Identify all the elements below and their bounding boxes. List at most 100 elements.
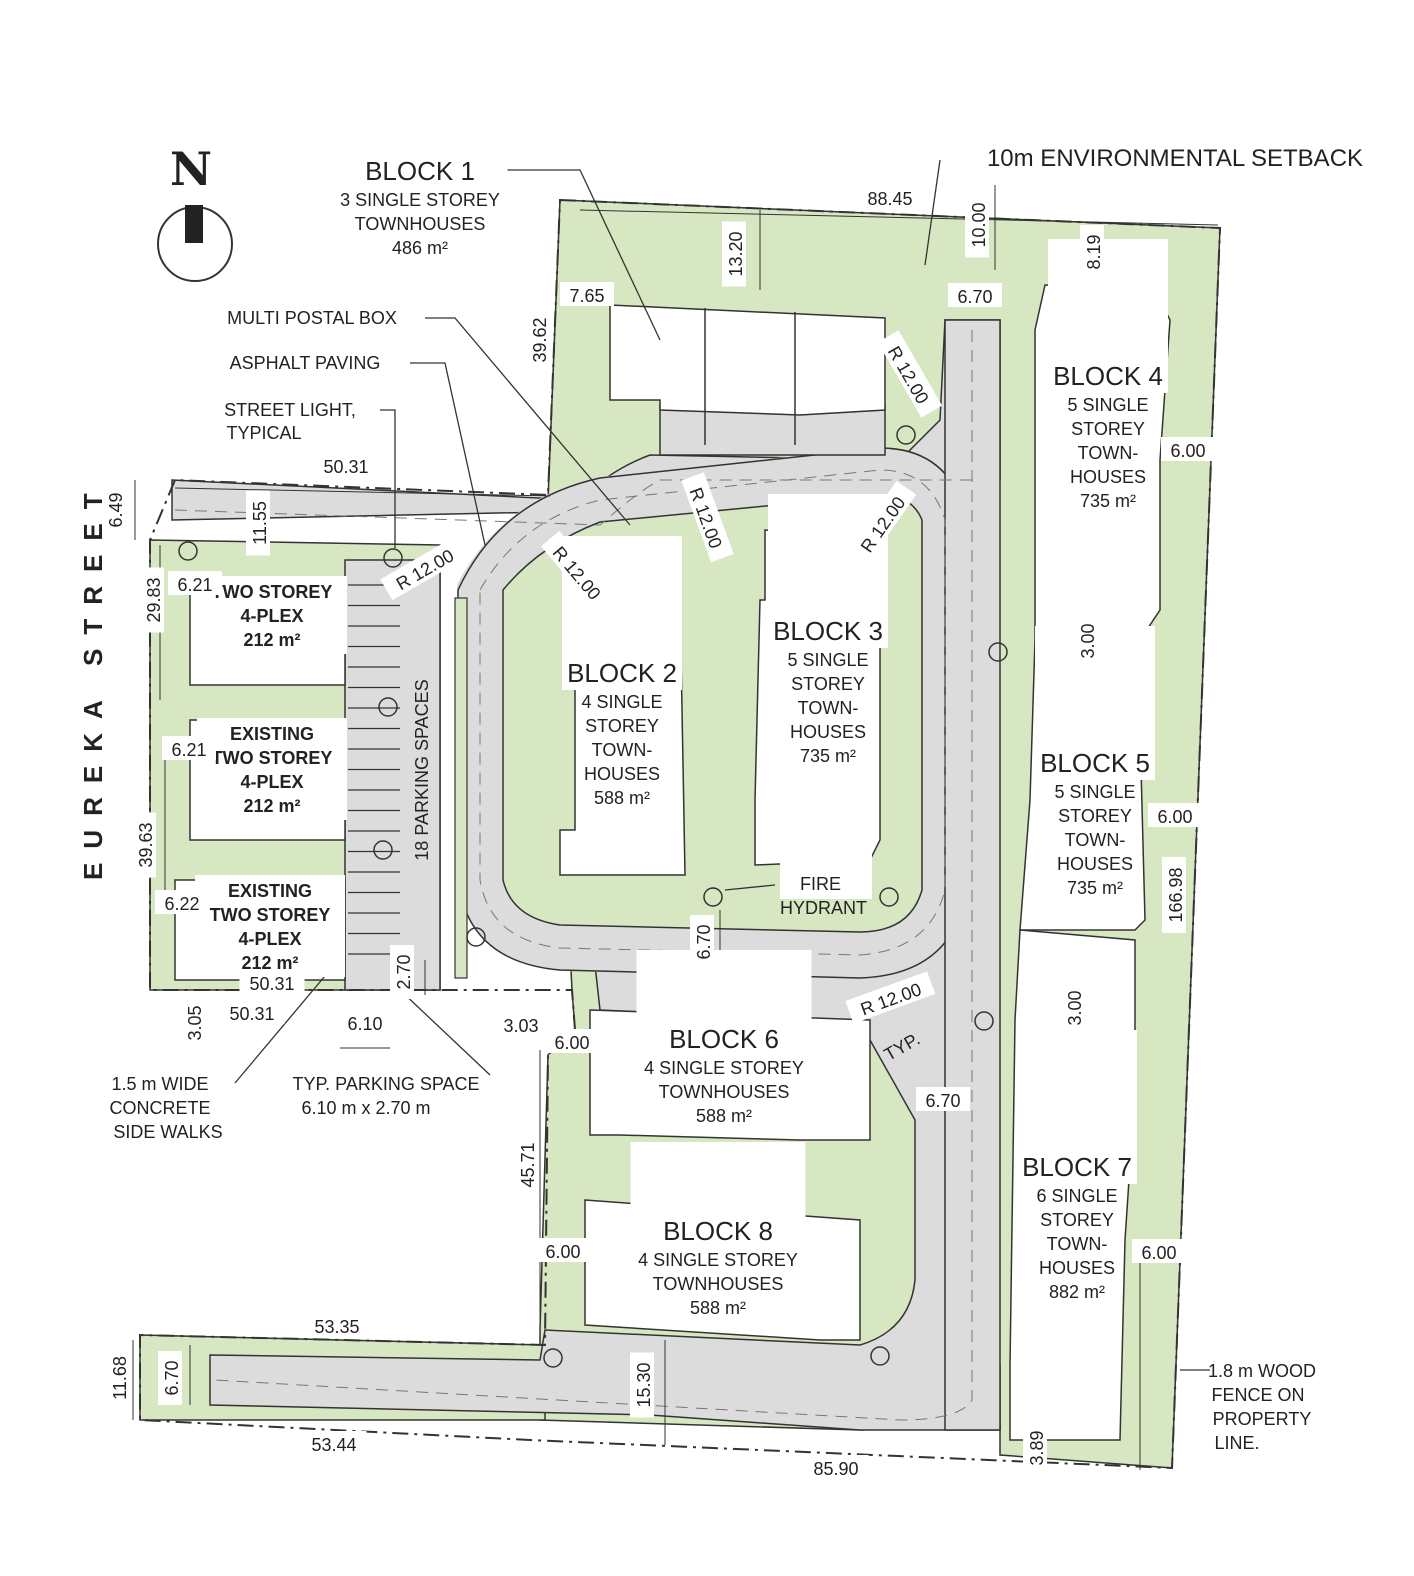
- block-6-line-1: 4 SINGLE STOREY: [644, 1058, 804, 1078]
- label-background: [338, 1010, 392, 1034]
- plex-2-line-2: TWO STOREY: [212, 748, 333, 768]
- block-4-line-2: STOREY: [1071, 419, 1145, 439]
- label-background: [916, 1087, 970, 1111]
- dimension-d-6-70-top: 6.70: [957, 287, 992, 307]
- block-2-title: BLOCK 2: [567, 658, 677, 688]
- dimension-d-45-71: 45.71: [518, 1142, 538, 1187]
- label-background: [1061, 981, 1085, 1035]
- dimension-d-39-63: 39.63: [136, 822, 156, 867]
- label-background: [301, 1431, 367, 1455]
- block-2-line-2: STOREY: [585, 716, 659, 736]
- dimension-d-6-70-low: 6.70: [925, 1091, 960, 1111]
- dimension-d-7-65: 7.65: [569, 286, 604, 306]
- block-4-title: BLOCK 4: [1053, 361, 1163, 391]
- block-3-line-1: 5 SINGLE: [787, 650, 868, 670]
- dimension-d-6-49: 6.49: [106, 492, 126, 527]
- dimension-d-6-70-left: 6.70: [162, 1360, 182, 1395]
- label-background: [332, 82, 508, 188]
- label-background: [948, 283, 1002, 307]
- block-7-line-1: 6 SINGLE: [1036, 1186, 1117, 1206]
- block-1-title: BLOCK 1: [365, 156, 475, 186]
- block-7-line-5: 882 m²: [1049, 1282, 1105, 1302]
- centre-lines: [174, 330, 973, 1421]
- fence-note-4: LINE.: [1214, 1433, 1259, 1453]
- block-4-line-3: TOWN-: [1078, 443, 1139, 463]
- block-2-line-3: TOWN-: [592, 740, 653, 760]
- block-7-line-4: HOUSES: [1039, 1258, 1115, 1278]
- fence-note-3: PROPERTY: [1213, 1409, 1312, 1429]
- label-background: [514, 1132, 538, 1198]
- dimension-d-6-00-b5: 6.00: [1157, 807, 1192, 827]
- label-background: [636, 950, 812, 1056]
- block-7-line-2: STOREY: [1040, 1210, 1114, 1230]
- sidewalks-note-1: 1.5 m WIDE: [111, 1074, 208, 1094]
- dimension-lines: [132, 185, 1219, 1470]
- label-background: [768, 494, 888, 648]
- label-background: [526, 307, 550, 373]
- plex-3-line-2: TWO STOREY: [210, 905, 331, 925]
- label-background: [197, 718, 347, 820]
- street-light-icon: [879, 887, 899, 907]
- street-light-icon: [378, 697, 398, 717]
- label-background: [162, 736, 216, 760]
- dimension-d-6-21-a: 6.21: [177, 575, 212, 595]
- block-3-line-2: STOREY: [791, 674, 865, 694]
- block-1-footprint: [609, 304, 886, 416]
- street-light-icon: [896, 425, 916, 445]
- label-background: [560, 282, 614, 306]
- sidewalks-note-2: CONCRETE: [109, 1098, 210, 1118]
- fence-note-2: FENCE ON: [1211, 1385, 1304, 1405]
- label-background: [181, 996, 205, 1050]
- dimension-d-6-00-c: 6.00: [545, 1242, 580, 1262]
- dimension-d-11-55: 11.55: [250, 501, 270, 545]
- street-light-icon: [178, 541, 198, 561]
- dimension-d-85-90: 85.90: [813, 1459, 858, 1479]
- dimension-d-2-70: 2.70: [394, 954, 414, 989]
- setback-label: 10m ENVIRONMENTAL SETBACK: [987, 145, 1363, 172]
- label-background: [239, 970, 305, 994]
- label-background: [780, 847, 872, 899]
- dimension-d-6-00-b7: 6.00: [1141, 1243, 1176, 1263]
- typ-parking-note-2: 6.10 m x 2.70 m: [301, 1098, 430, 1118]
- dimension-d-88-45: 88.45: [867, 189, 912, 209]
- dimension-d-3-89: 3.89: [1027, 1430, 1047, 1465]
- block-8-title: BLOCK 8: [663, 1216, 773, 1246]
- label-background: [313, 453, 379, 477]
- block-3-line-5: 735 m²: [800, 746, 856, 766]
- dimension-d-29-83: 29.83: [144, 577, 164, 622]
- dimension-d-6-00-a: 6.00: [554, 1033, 589, 1053]
- plex-1-line-1: TWO STOREY: [212, 582, 333, 602]
- asphalt-paving-note: ASPHALT PAVING: [230, 353, 381, 373]
- block-6-title: BLOCK 6: [669, 1024, 779, 1054]
- block-2-line-5: 588 m²: [594, 788, 650, 808]
- dimension-d-3-00-b: 3.00: [1065, 990, 1085, 1025]
- label-background: [630, 1142, 806, 1248]
- fire-hydrant-note-2: HYDRANT: [780, 898, 867, 918]
- parking-island: [454, 597, 468, 979]
- label-background: [494, 1012, 548, 1036]
- label-background: [846, 480, 917, 566]
- street-light-note-2: TYPICAL: [226, 423, 301, 443]
- label-background: [380, 535, 468, 601]
- plex-1-line-3: 212 m²: [243, 630, 300, 650]
- north-arrow: N: [157, 142, 233, 282]
- label-background: [1161, 437, 1215, 461]
- block-5-line-1: 5 SINGLE: [1054, 782, 1135, 802]
- block-5-title: BLOCK 5: [1040, 748, 1150, 778]
- dimension-d-15-30: 15.30: [634, 1362, 654, 1407]
- sidewalks-note-3: SIDE WALKS: [113, 1122, 222, 1142]
- block-2-line-4: HOUSES: [584, 764, 660, 784]
- dimension-d-50-31-top: 50.31: [323, 457, 368, 477]
- label-background: [1132, 1239, 1186, 1263]
- parking-spaces-note: 18 PARKING SPACES: [412, 679, 432, 860]
- dimension-d-3-03: 3.03: [503, 1016, 538, 1036]
- block-4-line-4: HOUSES: [1070, 467, 1146, 487]
- north-label: N: [170, 142, 212, 196]
- label-background: [195, 875, 345, 977]
- typ-parking-note-1: TYP. PARKING SPACE: [292, 1074, 479, 1094]
- block-8-line-2: TOWNHOUSES: [653, 1274, 784, 1294]
- street-light-icon: [466, 927, 486, 947]
- block-4-line-1: 5 SINGLE: [1067, 395, 1148, 415]
